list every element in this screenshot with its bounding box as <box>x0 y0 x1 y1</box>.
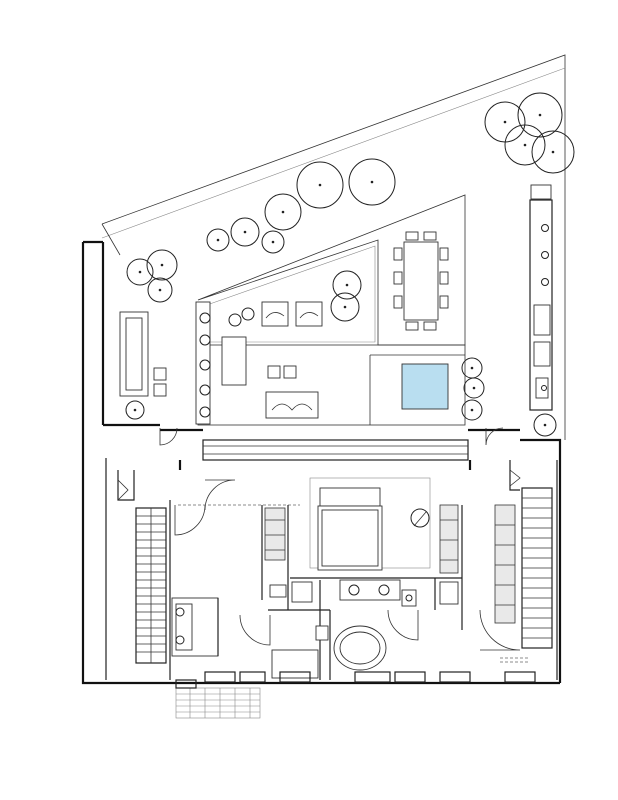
bathtub <box>333 625 387 671</box>
site-boundary <box>101 54 566 440</box>
bathroom <box>339 579 459 607</box>
staircase-left <box>117 470 167 664</box>
lounge-chairs <box>221 301 323 419</box>
pool <box>401 363 449 410</box>
sliding-door <box>500 657 530 663</box>
guest-bed <box>171 597 219 657</box>
south-windows <box>204 671 536 683</box>
lounge-sofa <box>119 311 167 397</box>
dining-table <box>393 231 449 331</box>
wardrobes <box>264 504 516 624</box>
master-bed <box>178 477 431 571</box>
entry-steps <box>175 679 261 719</box>
garden-trees <box>125 92 575 437</box>
interior-walls <box>169 500 463 680</box>
exterior-walls <box>81 240 562 685</box>
kitchen-counter <box>529 184 553 411</box>
glazing-band <box>160 428 520 470</box>
terrace <box>195 194 466 426</box>
staircase-right <box>509 460 553 649</box>
